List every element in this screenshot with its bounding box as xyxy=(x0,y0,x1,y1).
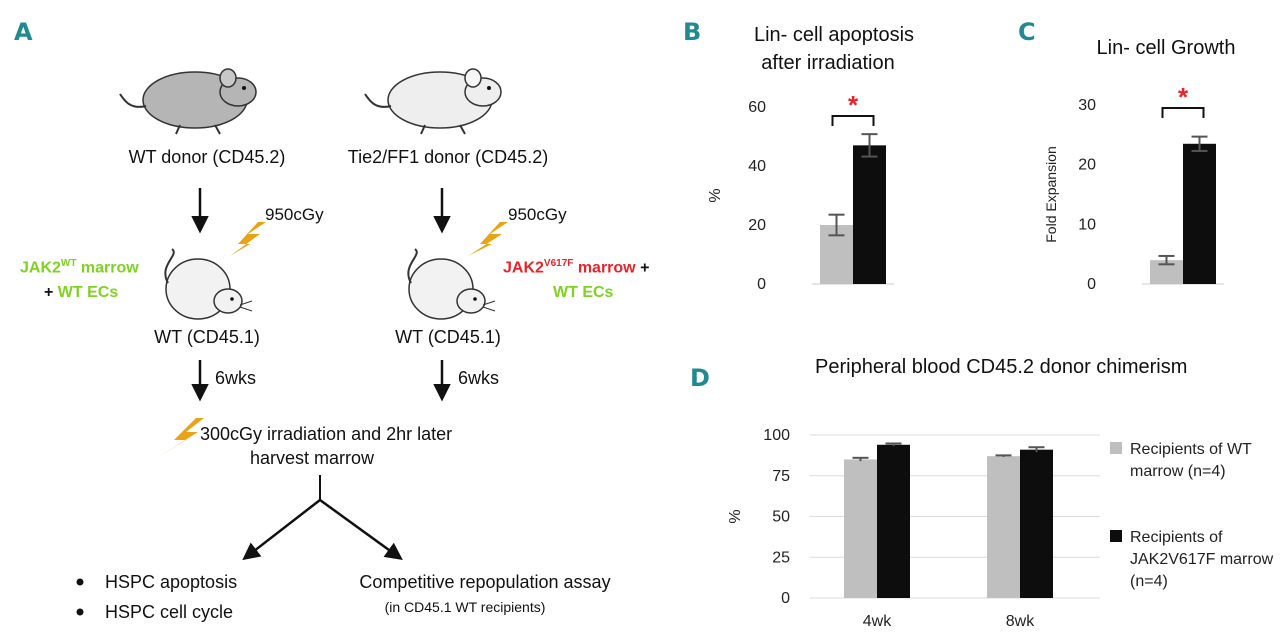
y-tick-label: 75 xyxy=(772,468,790,485)
y-tick-label: 40 xyxy=(748,158,766,175)
y-tick-label: 25 xyxy=(772,549,790,566)
legend-swatch xyxy=(1110,442,1122,454)
y-tick-label: 60 xyxy=(748,99,766,116)
left-marrow-label: JAK2WT marrow xyxy=(20,258,139,277)
mouse-icon xyxy=(407,248,496,320)
recipient-left-label: WT (CD45.1) xyxy=(154,327,260,347)
y-axis-label: % xyxy=(707,188,724,202)
significance-bracket xyxy=(831,115,875,126)
legend-label: (n=4) xyxy=(1130,573,1168,590)
wt-donor-label: WT donor (CD45.2) xyxy=(128,147,286,167)
assay-label: Competitive repopulation assay xyxy=(359,572,611,592)
bullet-apoptosis: HSPC apoptosis xyxy=(105,572,238,592)
bullet-icon xyxy=(76,608,84,616)
left-ecs-label: + WT ECs xyxy=(44,284,119,301)
arrow-icon xyxy=(242,499,321,561)
bar xyxy=(1150,260,1183,284)
arrow-icon xyxy=(319,498,403,561)
chart-c-title: Lin- cell Growth xyxy=(1096,37,1236,59)
panel-label-d: D xyxy=(690,364,710,392)
recipient-right-label: WT (CD45.1) xyxy=(395,327,501,347)
x-tick-label: 8wk xyxy=(1006,613,1035,630)
wks-left-label: 6wks xyxy=(215,368,257,388)
right-marrow-label: JAK2V617F marrow + xyxy=(503,258,650,277)
right-ecs-label: WT ECs xyxy=(553,284,614,301)
chart-b-title-line2: after irradiation xyxy=(761,52,895,74)
mouse-icon xyxy=(364,68,502,135)
lightning-icon xyxy=(160,418,204,456)
lightning-icon xyxy=(230,222,266,256)
bar xyxy=(1183,143,1216,284)
dose-label-left: 950cGy xyxy=(265,205,324,224)
tie2-donor-label: Tie2/FF1 donor (CD45.2) xyxy=(347,147,549,167)
y-axis-label: Fold Expansion xyxy=(1043,146,1059,243)
lightning-icon xyxy=(468,222,508,256)
y-tick-label: 20 xyxy=(1078,157,1096,174)
y-tick-label: 0 xyxy=(757,276,766,293)
y-tick-label: 10 xyxy=(1078,216,1096,233)
legend-label: JAK2V617F marrow xyxy=(1130,551,1274,568)
bullet-icon xyxy=(76,578,84,586)
y-axis-label: % xyxy=(727,509,744,523)
irradiation-line2: harvest marrow xyxy=(250,448,375,468)
bullet-cell-cycle: HSPC cell cycle xyxy=(105,602,234,622)
x-tick-label: 4wk xyxy=(863,613,892,630)
panel-label-a: A xyxy=(14,18,33,46)
chart-b-title-line1: Lin- cell apoptosis xyxy=(753,24,915,46)
legend-label: marrow (n=4) xyxy=(1130,463,1226,480)
dose-label-right: 950cGy xyxy=(508,205,567,224)
legend-label: Recipients of WT xyxy=(1130,441,1252,458)
y-tick-label: 0 xyxy=(781,590,790,607)
y-tick-label: 20 xyxy=(748,217,766,234)
assay-sub-label: (in CD45.1 WT recipients) xyxy=(384,599,546,615)
panel-label-b: B xyxy=(683,18,702,46)
schematic-graphics xyxy=(76,68,508,616)
mouse-icon xyxy=(164,248,253,320)
y-tick-label: 100 xyxy=(763,427,790,444)
wks-right-label: 6wks xyxy=(458,368,500,388)
significance-star: * xyxy=(848,90,859,120)
y-tick-label: 0 xyxy=(1087,276,1096,293)
bar xyxy=(1020,449,1053,598)
legend-label: Recipients of xyxy=(1130,529,1223,546)
mouse-icon xyxy=(119,68,257,135)
bar xyxy=(987,456,1020,598)
panel-label-c: C xyxy=(1018,18,1036,46)
y-tick-label: 50 xyxy=(772,509,790,526)
significance-bracket xyxy=(1161,107,1205,118)
chart-d-title: Peripheral blood CD45.2 donor chimerism xyxy=(815,356,1188,378)
bar xyxy=(877,444,910,598)
legend-swatch xyxy=(1110,530,1122,542)
chart-b: 0 20 40 60% * xyxy=(707,90,894,293)
significance-star: * xyxy=(1178,82,1189,112)
chart-d: 0 25 50 75 100% 4wk 8wk Recipients of WT marrow … xyxy=(727,427,1274,630)
y-tick-label: 30 xyxy=(1078,97,1096,114)
irradiation-line1: 300cGy irradiation and 2hr later xyxy=(200,424,453,444)
bar xyxy=(844,459,877,598)
bar xyxy=(853,145,886,284)
